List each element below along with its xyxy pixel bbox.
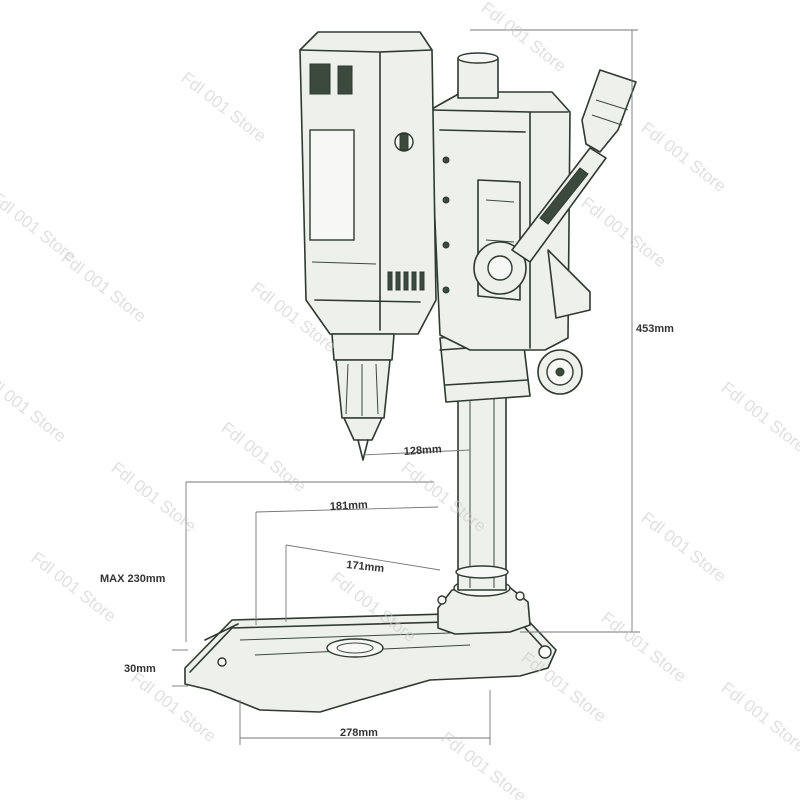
watermark-text: Fdl 001 Store: [438, 728, 530, 800]
drill-chuck: [331, 333, 395, 461]
dimension-base-height-label: 30mm: [124, 663, 156, 675]
watermark-text: Fdl 001 Store: [718, 378, 800, 456]
column: [455, 389, 509, 591]
watermark-text: Fdl 001 Store: [58, 248, 150, 326]
head-housing: [429, 52, 591, 351]
watermark-text: Fdl 001 Store: [218, 418, 310, 496]
watermark-text: Fdl 001 Store: [518, 648, 610, 726]
watermark-text: Fdl 001 Store: [638, 508, 730, 586]
dimension-max-height-label: MAX 230mm: [100, 573, 166, 585]
dimension-chuck-reach-label: 128mm: [403, 443, 442, 458]
drill-press-illustration: [184, 31, 637, 713]
motor-vents: [387, 271, 425, 291]
dimension-labels: 453mm 128mm 181mm 171mm MAX 230mm 30mm 2…: [100, 323, 674, 739]
base-plate: [184, 611, 557, 713]
watermark-text: Fdl 001 Store: [28, 548, 120, 626]
dimension-base-width-label: 278mm: [340, 727, 378, 739]
feed-handle: [473, 69, 637, 295]
watermark-text: Fdl 001 Store: [178, 68, 270, 146]
dimension-table-width-label: 181mm: [330, 499, 369, 513]
dimension-table-inner-label: 171mm: [346, 559, 385, 575]
watermark-text: Fdl 001 Store: [578, 193, 670, 271]
dimension-lines: [172, 29, 640, 745]
watermark-text: Fdl 001 Store: [598, 608, 690, 686]
motor-body: [299, 31, 437, 335]
watermark-text: Fdl 001 Store: [718, 678, 800, 756]
dimension-height-label: 453mm: [636, 323, 674, 335]
watermark-text: Fdl 001 Store: [638, 118, 730, 196]
watermark-text: Fdl 001 Store: [0, 368, 70, 446]
